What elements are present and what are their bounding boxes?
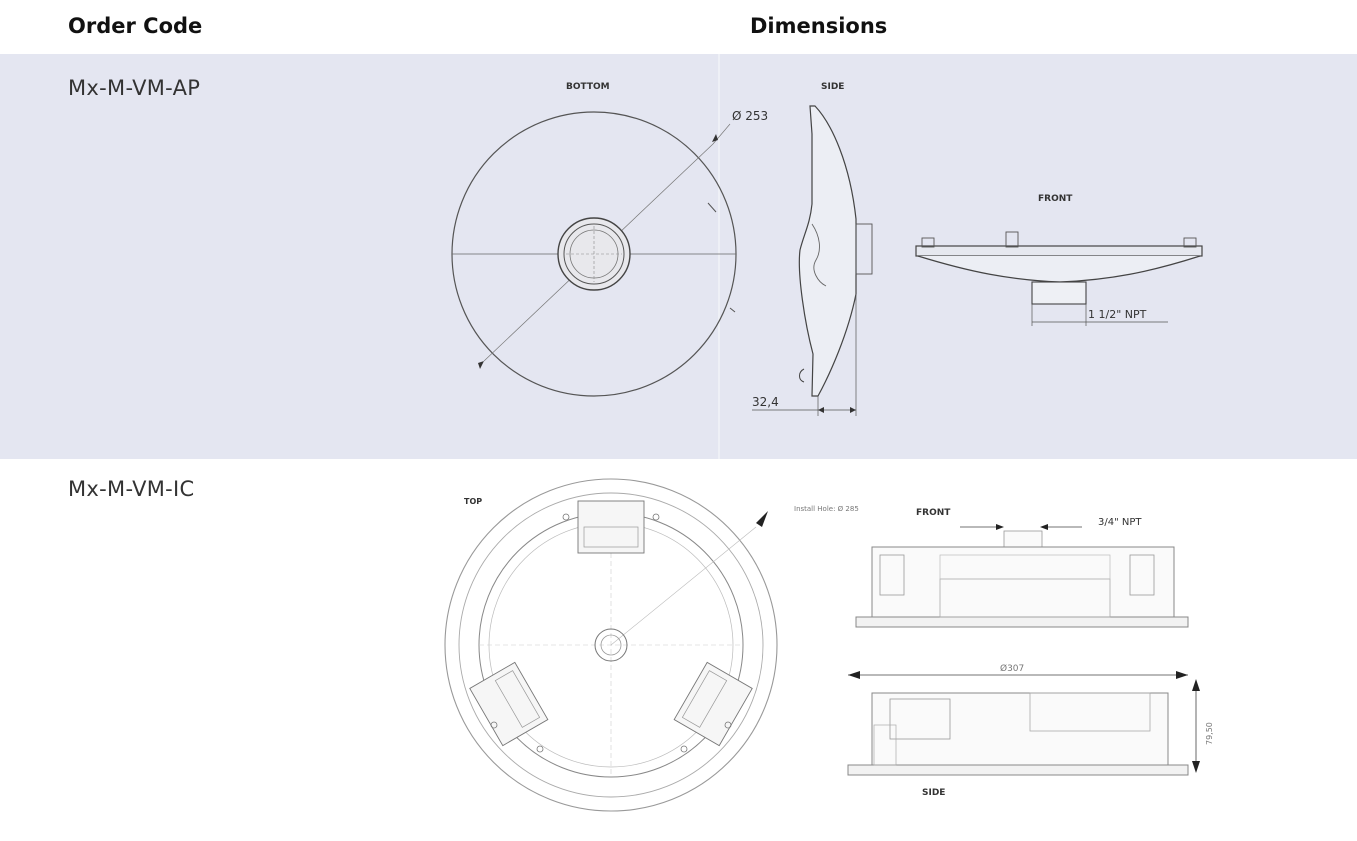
ap-front-view: FRONT 1 1/2" NPT — [915, 194, 1203, 326]
dimensions-header: Dimensions — [750, 14, 888, 38]
order-code-ap: Mx-M-VM-AP — [68, 76, 201, 100]
ap-side-view: SIDE 32,4 — [752, 82, 873, 416]
bottom-view-label: BOTTOM — [566, 82, 610, 92]
ic-side-view-label: SIDE — [922, 788, 945, 798]
ap-depth-dim: 32,4 — [752, 395, 779, 409]
ic-thread-dim: 3/4" NPT — [1098, 517, 1142, 528]
ic-top-view: TOP — [444, 478, 859, 812]
ap-dimension-drawing: BOTTOM Ø 253 SIDE — [451, 82, 1203, 416]
ic-side-view: Ø307 79,50 SIDE — [847, 663, 1214, 798]
ap-front-view-label: FRONT — [1038, 194, 1073, 204]
ic-install-hole-dim: Install Hole: Ø 285 — [794, 505, 859, 513]
order-code-ic: Mx-M-VM-IC — [68, 477, 195, 501]
row-divider — [718, 54, 720, 459]
ap-bottom-view: BOTTOM Ø 253 — [451, 82, 768, 397]
ap-thread-dim: 1 1/2" NPT — [1088, 308, 1147, 321]
order-code-header: Order Code — [68, 14, 203, 38]
ap-side-view-label: SIDE — [821, 82, 844, 92]
ap-diameter-dim: Ø 253 — [732, 109, 768, 123]
ic-front-view-label: FRONT — [916, 508, 951, 518]
table-row-ap: Mx-M-VM-AP BOTTOM Ø 253 SIDE — [0, 54, 1357, 459]
ic-height-dim: 79,50 — [1205, 722, 1214, 745]
ic-dimension-drawing: TOP — [444, 478, 1214, 812]
ic-front-view: FRONT 3/4" NPT — [855, 508, 1189, 628]
table-row-ic: Mx-M-VM-IC TOP — [0, 459, 1357, 841]
table-header: Order Code Dimensions — [0, 0, 1357, 54]
ic-top-view-label: TOP — [464, 497, 482, 506]
ic-diameter-dim: Ø307 — [1000, 663, 1024, 674]
